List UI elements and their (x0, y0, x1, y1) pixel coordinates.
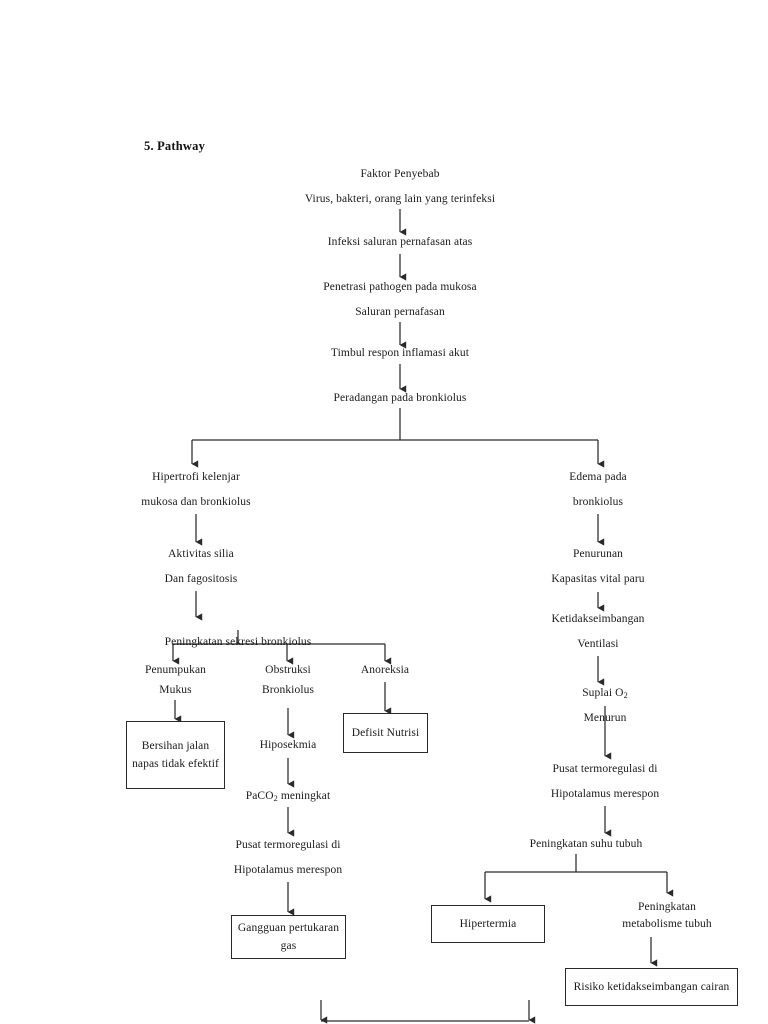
node-pusat-termoregulasi-left: Pusat termoregulasi di (235, 839, 341, 851)
node-peradangan-bronkiolus: Peradangan pada bronkiolus (333, 392, 467, 404)
node-obstruksi-bronkiolus: Bronkiolus (261, 684, 315, 696)
node-suplai-o2: Suplai O2 (582, 687, 628, 700)
box-risiko-ketidakseimbangan-cairan-label: Risiko ketidakseimbangan cairan (573, 981, 730, 993)
box-gangguan-pertukaran-gas-label: Gangguan pertukaran gas (237, 922, 340, 952)
node-infeksi-saluran: Infeksi saluran pernafasan atas (327, 236, 473, 248)
node-metabolisme-tubuh: metabolisme tubuh (622, 918, 712, 930)
node-kapasitas-vital-paru: Kapasitas vital paru (551, 573, 645, 585)
box-defisit-nutrisi-label: Defisit Nutrisi (351, 727, 420, 739)
node-pusat-termoregulasi-right: Pusat termoregulasi di (552, 763, 658, 775)
node-faktor-penyebab: Faktor Penyebab (360, 168, 440, 180)
node-saluran-pernafasan: Saluran pernafasan (355, 306, 445, 318)
node-hipertrofi-kelenjar: Hipertrofi kelenjar (152, 471, 240, 483)
node-hiposekmia: Hiposekmia (259, 739, 317, 751)
node-hipotalamus-merespon-left: Hipotalamus merespon (233, 864, 343, 876)
node-edema-bronkiolus: bronkiolus (572, 496, 624, 508)
node-penumpukan: Penumpukan (144, 664, 207, 676)
node-hipotalamus-merespon-right: Hipotalamus merespon (550, 788, 660, 800)
node-peningkatan-metabolisme: Peningkatan (638, 901, 696, 913)
box-gangguan-pertukaran-gas: Gangguan pertukaran gas (231, 915, 346, 959)
node-ketidakseimbangan: Ketidakseimbangan (551, 613, 645, 625)
node-menurun: Menurun (583, 712, 627, 724)
node-paco2-meningkat: PaCO2 meningkat (245, 790, 331, 803)
node-timbul-respon: Timbul respon inflamasi akut (330, 347, 470, 359)
node-ventilasi: Ventilasi (577, 638, 619, 650)
node-mukus: Mukus (159, 684, 192, 696)
box-hipertermia-label: Hipertermia (459, 918, 517, 930)
node-penurunan: Penurunan (572, 548, 624, 560)
node-peningkatan-sekresi: Peningkatan sekresi bronkiolus (164, 636, 312, 648)
box-risiko-ketidakseimbangan-cairan: Risiko ketidakseimbangan cairan (565, 968, 738, 1006)
node-peningkatan-suhu-tubuh: Peningkatan suhu tubuh (529, 838, 643, 850)
page-title: 5. Pathway (144, 139, 206, 153)
box-defisit-nutrisi: Defisit Nutrisi (343, 713, 428, 753)
box-hipertermia: Hipertermia (431, 905, 545, 943)
node-penetrasi-pathogen: Penetrasi pathogen pada mukosa (323, 281, 477, 293)
node-dan-fagositosis: Dan fagositosis (164, 573, 238, 585)
node-mukosa-bronkiolus: mukosa dan bronkiolus (141, 496, 251, 508)
box-bersihan-jalan-napas-label: Bersihan jalan napas tidak efektif (132, 740, 219, 770)
node-aktivitas-silia: Aktivitas silia (168, 548, 234, 560)
node-obstruksi: Obstruksi (265, 664, 311, 676)
node-virus-bakteri: Virus, bakteri, orang lain yang terinfek… (304, 193, 496, 205)
node-anoreksia: Anoreksia (360, 664, 410, 676)
node-edema-pada: Edema pada (569, 471, 627, 483)
box-bersihan-jalan-napas: Bersihan jalan napas tidak efektif (126, 721, 225, 789)
